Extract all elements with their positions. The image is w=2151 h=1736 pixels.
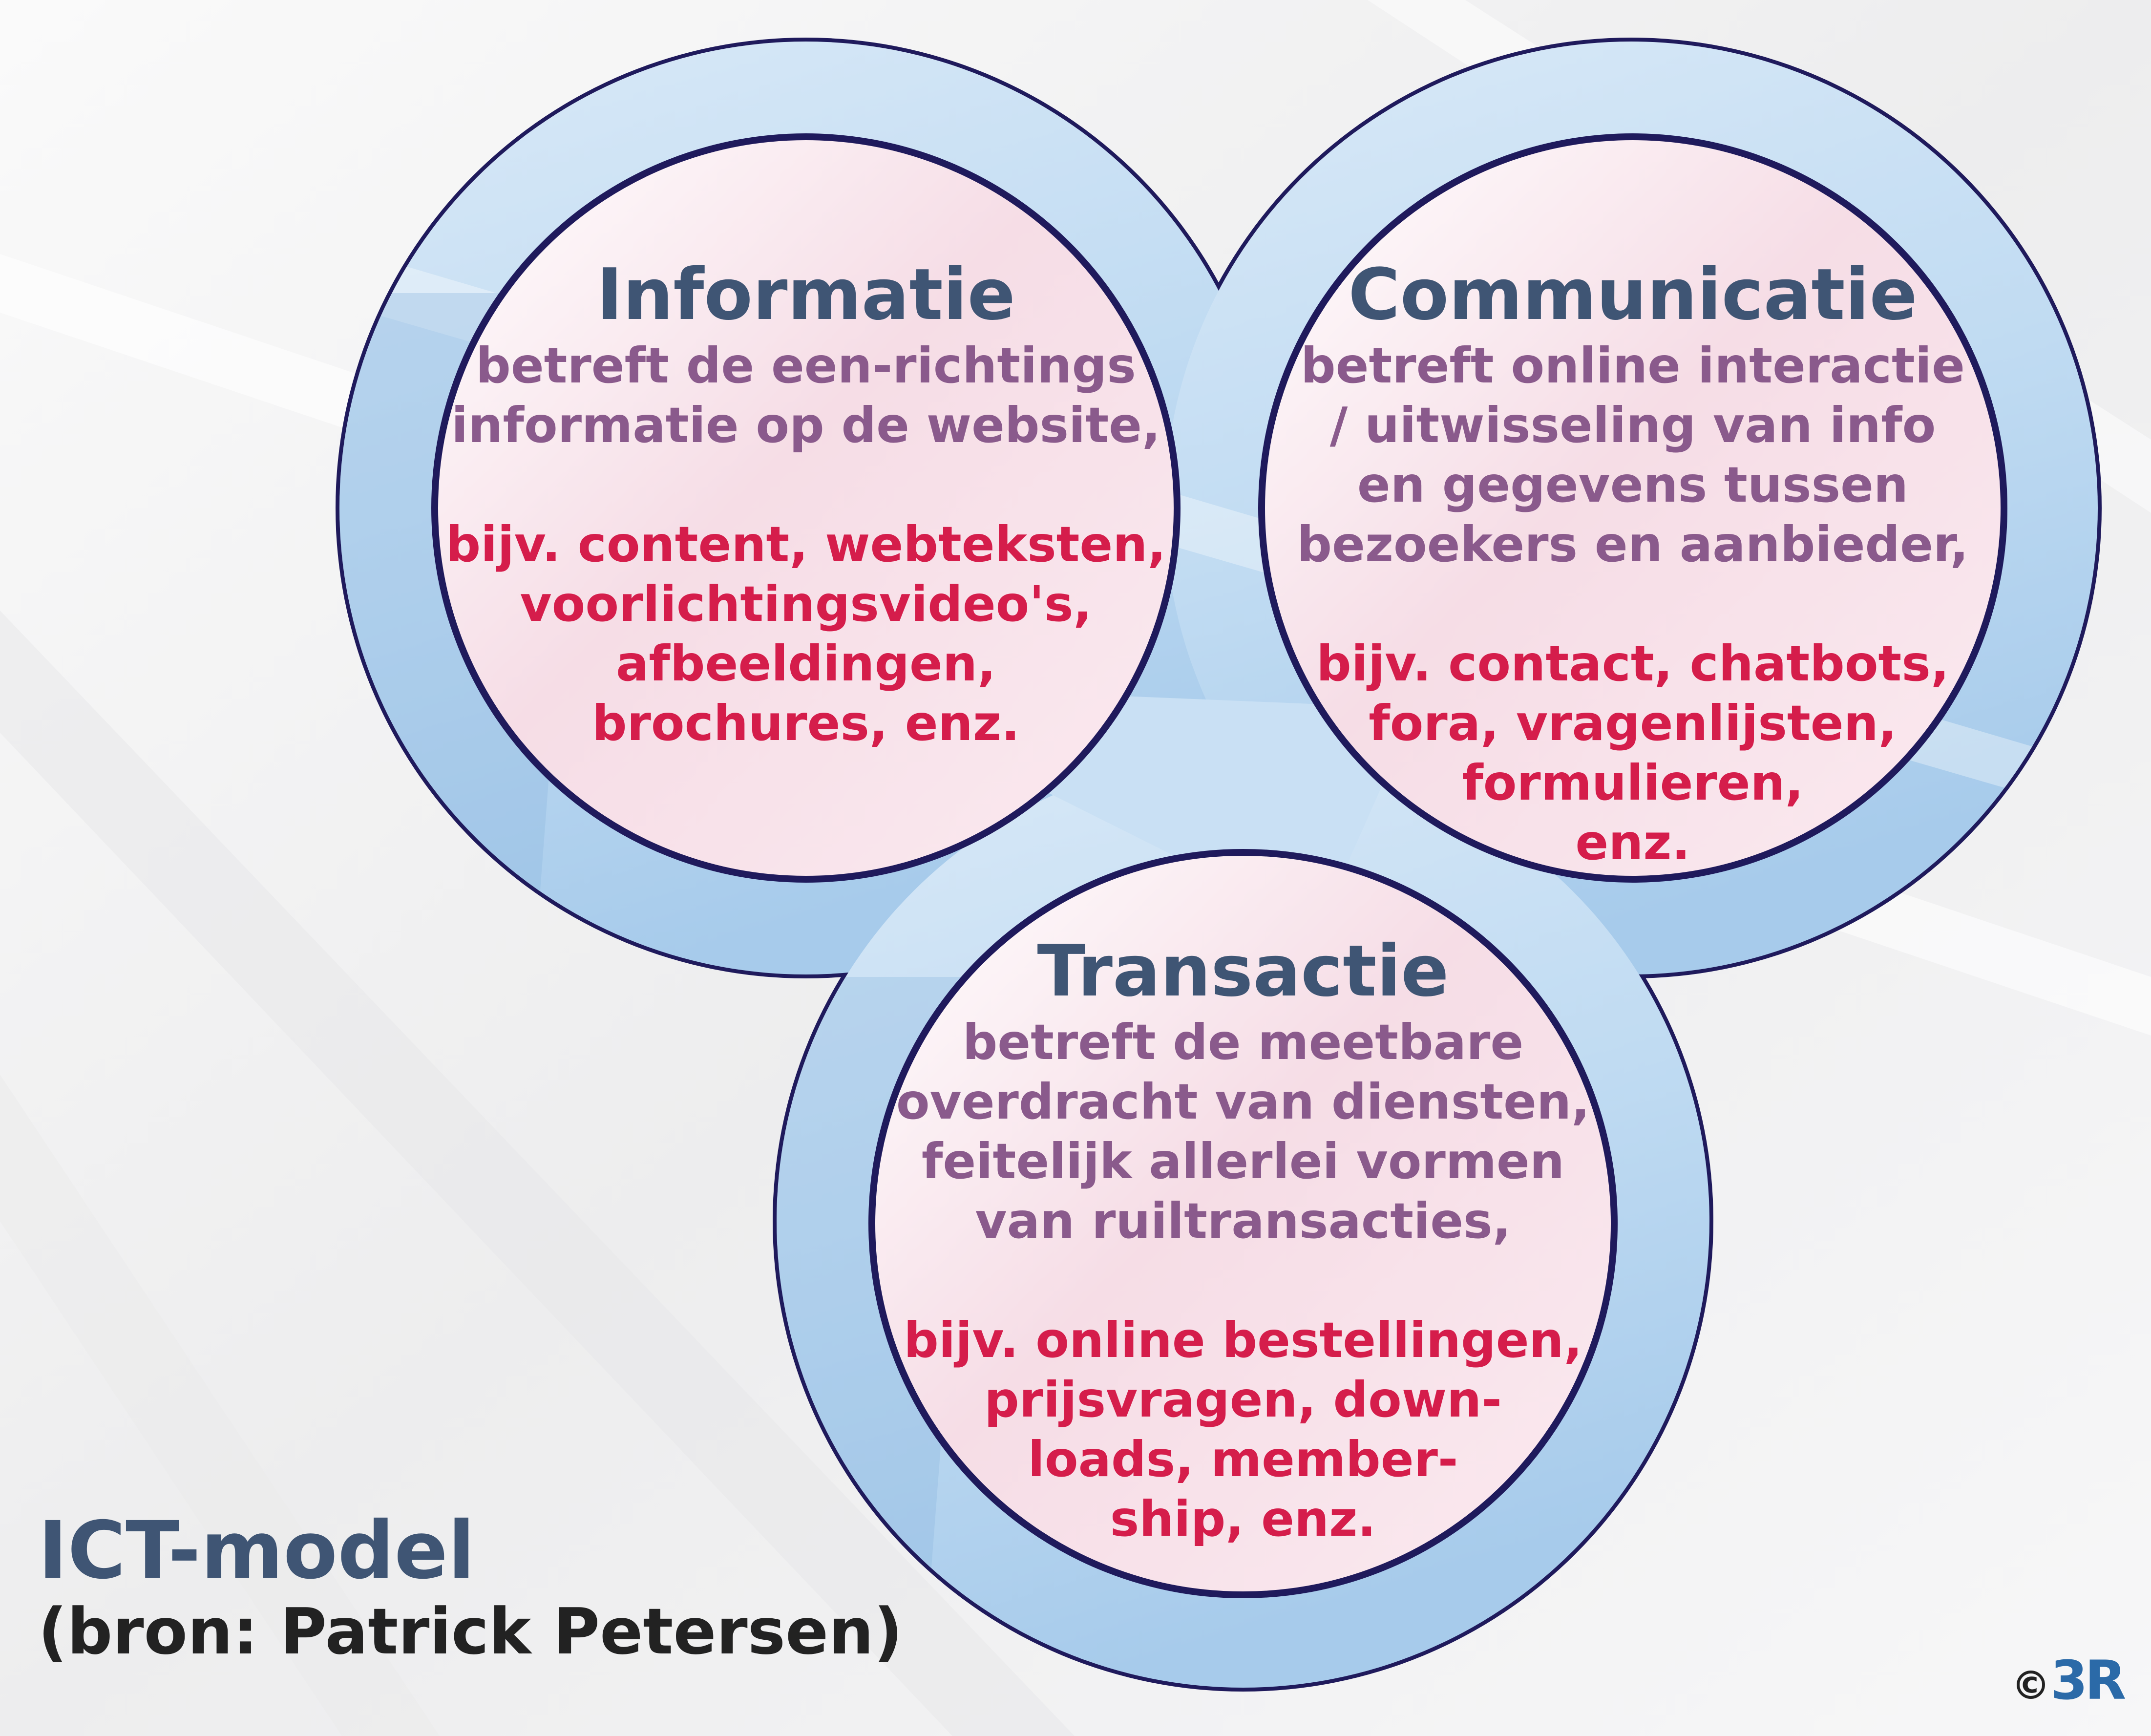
logo-mark: 3R bbox=[2050, 1649, 2126, 1712]
communicatie-examples: bijv. contact, chatbots, fora, vragenlij… bbox=[1316, 635, 1949, 871]
informatie-examples: bijv. content, webteksten, voorlichtings… bbox=[445, 516, 1166, 752]
communicatie-description: betreft online interactie / uitwisseling… bbox=[1297, 337, 1969, 573]
informatie-text: Informatie betreft de een-richtings info… bbox=[435, 254, 1177, 753]
informatie-circle bbox=[431, 133, 1181, 883]
communicatie-circle bbox=[1258, 133, 2007, 883]
informatie-title: Informatie bbox=[596, 254, 1015, 336]
model-source: (bron: Patrick Petersen) bbox=[38, 1594, 903, 1669]
informatie-description: betreft de een-richtings informatie op d… bbox=[451, 337, 1160, 454]
transactie-text: Transactie betreft de meetbare overdrach… bbox=[872, 931, 1614, 1549]
copyright-symbol: © bbox=[2011, 1663, 2050, 1708]
transactie-description: betreft de meetbare overdracht van diens… bbox=[896, 1014, 1590, 1249]
transactie-examples: bijv. online bestellingen, prijsvragen, … bbox=[904, 1312, 1582, 1547]
copyright-logo: ©3R bbox=[2011, 1649, 2126, 1717]
communicatie-text: Communicatie betreft online interactie /… bbox=[1262, 254, 2004, 872]
communicatie-title: Communicatie bbox=[1348, 254, 1918, 336]
model-title: ICT-model bbox=[38, 1505, 475, 1597]
transactie-title: Transactie bbox=[1037, 930, 1449, 1013]
transactie-circle bbox=[868, 849, 1618, 1598]
